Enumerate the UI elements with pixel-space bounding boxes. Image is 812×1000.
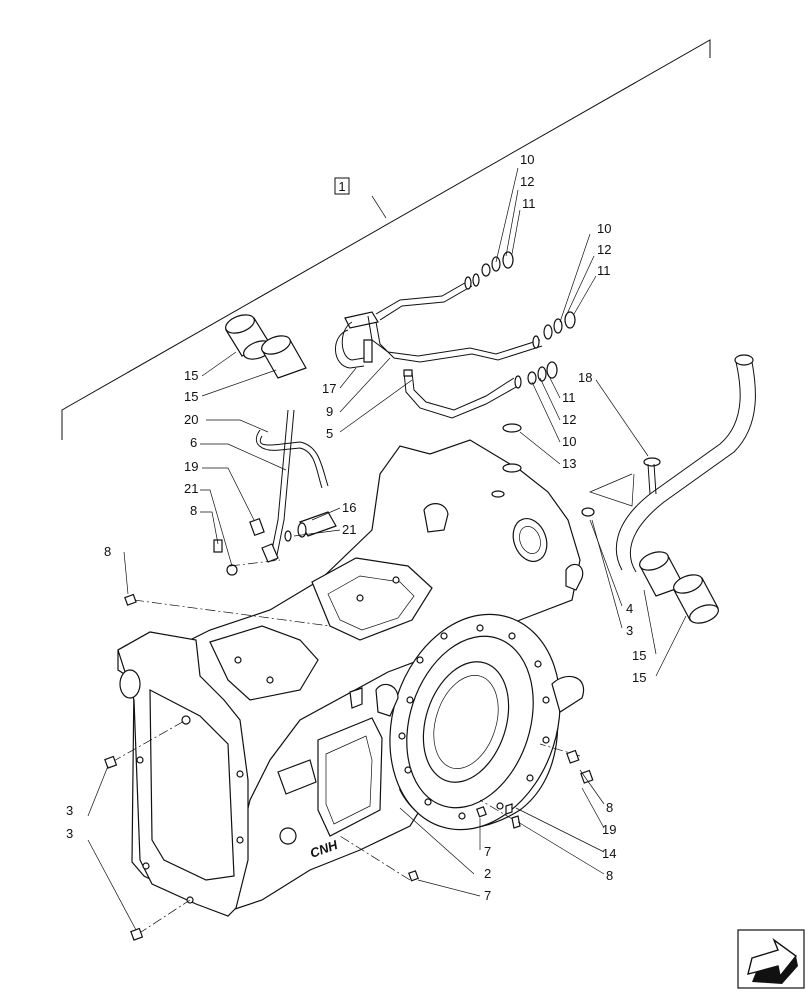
callout-17: 17 xyxy=(322,381,336,396)
callout-15: 15 xyxy=(632,648,646,663)
callout-15: 15 xyxy=(632,670,646,685)
fitting-16 xyxy=(284,511,337,542)
callout-labels: 10 12 11 10 12 11 15 15 20 6 19 21 8 16 … xyxy=(66,152,646,903)
callout-21: 21 xyxy=(342,522,356,537)
callout-7: 7 xyxy=(484,844,491,859)
fitting-stack-lower xyxy=(527,361,558,385)
callout-20: 20 xyxy=(184,412,198,427)
callout-2: 2 xyxy=(484,866,491,881)
callout-10: 10 xyxy=(562,434,576,449)
callout-13: 13 xyxy=(562,456,576,471)
pipe-5 xyxy=(403,369,522,419)
callout-6: 6 xyxy=(190,435,197,450)
callout-12: 12 xyxy=(562,412,576,427)
callout-21: 21 xyxy=(184,481,198,496)
pipe-17 xyxy=(335,279,543,369)
callout-8: 8 xyxy=(104,544,111,559)
callout-19: 19 xyxy=(602,822,616,837)
callout-12: 12 xyxy=(520,174,534,189)
dipstick-18 xyxy=(643,457,661,495)
callout-3: 3 xyxy=(626,623,633,638)
callout-11: 11 xyxy=(562,390,576,405)
next-page-button[interactable] xyxy=(737,929,805,989)
callout-8: 8 xyxy=(190,503,197,518)
callout-14: 14 xyxy=(602,846,616,861)
callout-19: 19 xyxy=(184,459,198,474)
alignment-lines xyxy=(111,559,581,935)
callout-7: 7 xyxy=(484,888,491,903)
callout-10: 10 xyxy=(520,152,534,167)
filler-tube-4 xyxy=(615,354,756,573)
oring-13 xyxy=(502,423,522,433)
pins-left xyxy=(213,517,265,576)
leader-lines xyxy=(87,167,687,931)
dowel-pins xyxy=(104,593,594,941)
callout-15: 15 xyxy=(184,368,198,383)
callout-4: 4 xyxy=(626,601,633,616)
fitting-stack-middle xyxy=(532,311,576,349)
callout-8: 8 xyxy=(606,800,613,815)
callout-8: 8 xyxy=(606,868,613,883)
callout-9: 9 xyxy=(326,404,333,419)
pipe-20-6 xyxy=(255,409,329,563)
callout-3: 3 xyxy=(66,826,73,841)
callout-5: 5 xyxy=(326,426,333,441)
callout-12: 12 xyxy=(597,242,611,257)
callout-10: 10 xyxy=(597,221,611,236)
bushing-15-right xyxy=(639,551,719,624)
callout-11: 11 xyxy=(597,263,611,278)
pin-3-right xyxy=(581,507,595,517)
callout-18: 18 xyxy=(578,370,592,385)
callout-3: 3 xyxy=(66,803,73,818)
assembly-label-box[interactable]: 1 xyxy=(334,177,350,195)
bushing-15-left xyxy=(225,314,307,379)
fitting-stack-upper xyxy=(464,251,514,290)
transmission-housing xyxy=(117,439,585,917)
callout-16: 16 xyxy=(342,500,356,515)
next-arrow-icon xyxy=(747,938,798,984)
assembly-bracket xyxy=(61,39,711,440)
callout-15: 15 xyxy=(184,389,198,404)
assembly-label: 1 xyxy=(338,179,345,194)
callout-11: 11 xyxy=(522,196,536,211)
